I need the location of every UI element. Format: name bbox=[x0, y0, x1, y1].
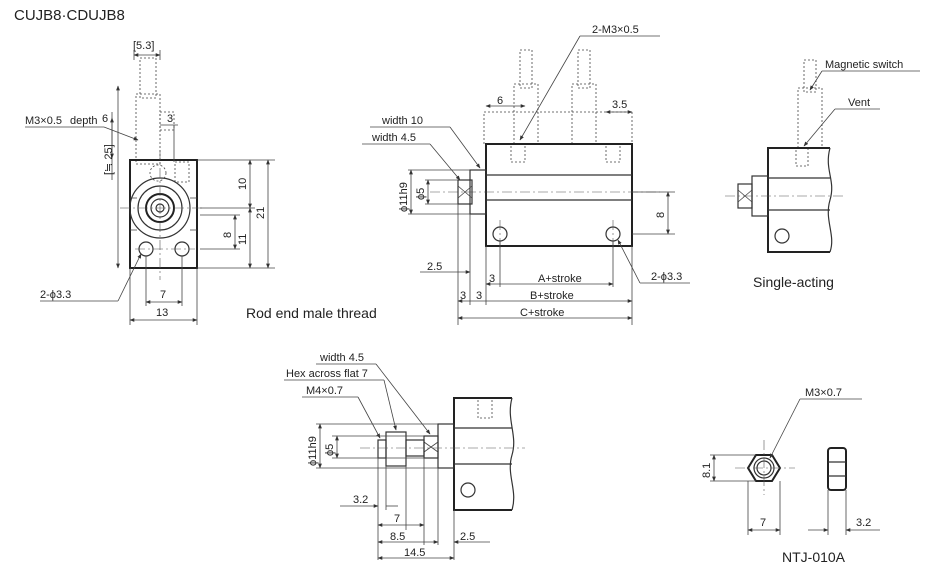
label-holes-side: 2-ϕ3.3 bbox=[651, 271, 682, 283]
front-view: [5.3] M3×0.5 depth 6 3 [≒ 25] bbox=[25, 40, 275, 325]
dim-b-stroke: B+stroke bbox=[530, 290, 574, 302]
dim-25: [≒ 25] bbox=[103, 144, 115, 175]
dim-3-5: 3.5 bbox=[612, 99, 627, 111]
rod-end-view: width 4.5 Hex across flat 7 M4×0.7 ϕ11h9… bbox=[284, 352, 525, 560]
label-width-4-5: width 4.5 bbox=[371, 132, 416, 144]
label-m3-depth: M3×0.5 bbox=[25, 115, 62, 127]
dim-7-nut: 7 bbox=[760, 517, 766, 529]
label-width-4-5-rod: width 4.5 bbox=[319, 352, 364, 364]
dim-c-stroke: C+stroke bbox=[520, 307, 564, 319]
dim-2-5: 2.5 bbox=[427, 261, 442, 273]
label-holes: 2-ϕ3.3 bbox=[40, 289, 71, 301]
dim-8-5-rod: 8.5 bbox=[390, 531, 405, 543]
label-vent: Vent bbox=[848, 97, 870, 109]
dim-11: 11 bbox=[237, 234, 249, 245]
label-m3-nut: M3×0.7 bbox=[805, 387, 842, 399]
dim-3-2-rod: 3.2 bbox=[353, 494, 368, 506]
dim-6: 6 bbox=[102, 113, 108, 125]
label-hex: Hex across flat 7 bbox=[286, 368, 368, 380]
dim-21: 21 bbox=[255, 207, 267, 219]
dim-3a: 3 bbox=[489, 273, 495, 285]
dim-10: 10 bbox=[237, 178, 249, 190]
dim-14-5-rod: 14.5 bbox=[404, 547, 425, 559]
side-view: 2-M3×0.5 6 3.5 width 10 width 4.5 ϕ11h9 … bbox=[362, 24, 690, 325]
dim-11h9-rod: ϕ11h9 bbox=[307, 436, 319, 466]
dim-a-stroke: A+stroke bbox=[538, 273, 582, 285]
label-single-acting: Single-acting bbox=[753, 274, 834, 290]
nut-view: M3×0.7 8.1 7 3.2 NTJ-010A bbox=[701, 387, 880, 565]
label-2-m3: 2-M3×0.5 bbox=[592, 24, 639, 36]
dim-3-2-nut: 3.2 bbox=[856, 517, 871, 529]
label-m4: M4×0.7 bbox=[306, 385, 343, 397]
label-depth: depth bbox=[70, 115, 98, 127]
label-magnetic-switch: Magnetic switch bbox=[825, 59, 903, 71]
single-acting-view: Magnetic switch Vent Single-acting bbox=[725, 59, 920, 290]
dim-8: 8 bbox=[655, 212, 667, 218]
dim-8: 8 bbox=[222, 232, 234, 238]
dim-3: 3 bbox=[167, 113, 173, 125]
label-rod-end: Rod end male thread bbox=[246, 305, 377, 321]
dim-5-3: [5.3] bbox=[133, 40, 154, 52]
dim-2-5-rod: 2.5 bbox=[460, 531, 475, 543]
label-width-10: width 10 bbox=[381, 115, 423, 127]
dim-phi5-rod: ϕ5 bbox=[324, 444, 336, 456]
label-part-number: NTJ-010A bbox=[782, 549, 846, 565]
dim-8-1-nut: 8.1 bbox=[701, 463, 713, 478]
dim-13: 13 bbox=[156, 307, 168, 319]
dim-6: 6 bbox=[497, 95, 503, 107]
page-title: CUJB8·CDUJB8 bbox=[14, 7, 125, 24]
dim-7-rod: 7 bbox=[394, 513, 400, 525]
dim-7: 7 bbox=[160, 289, 166, 301]
dim-3b: 3 bbox=[460, 290, 466, 302]
dim-3c: 3 bbox=[476, 290, 482, 302]
dim-phi5: ϕ5 bbox=[415, 188, 427, 200]
dim-11h9: ϕ11h9 bbox=[398, 182, 410, 212]
